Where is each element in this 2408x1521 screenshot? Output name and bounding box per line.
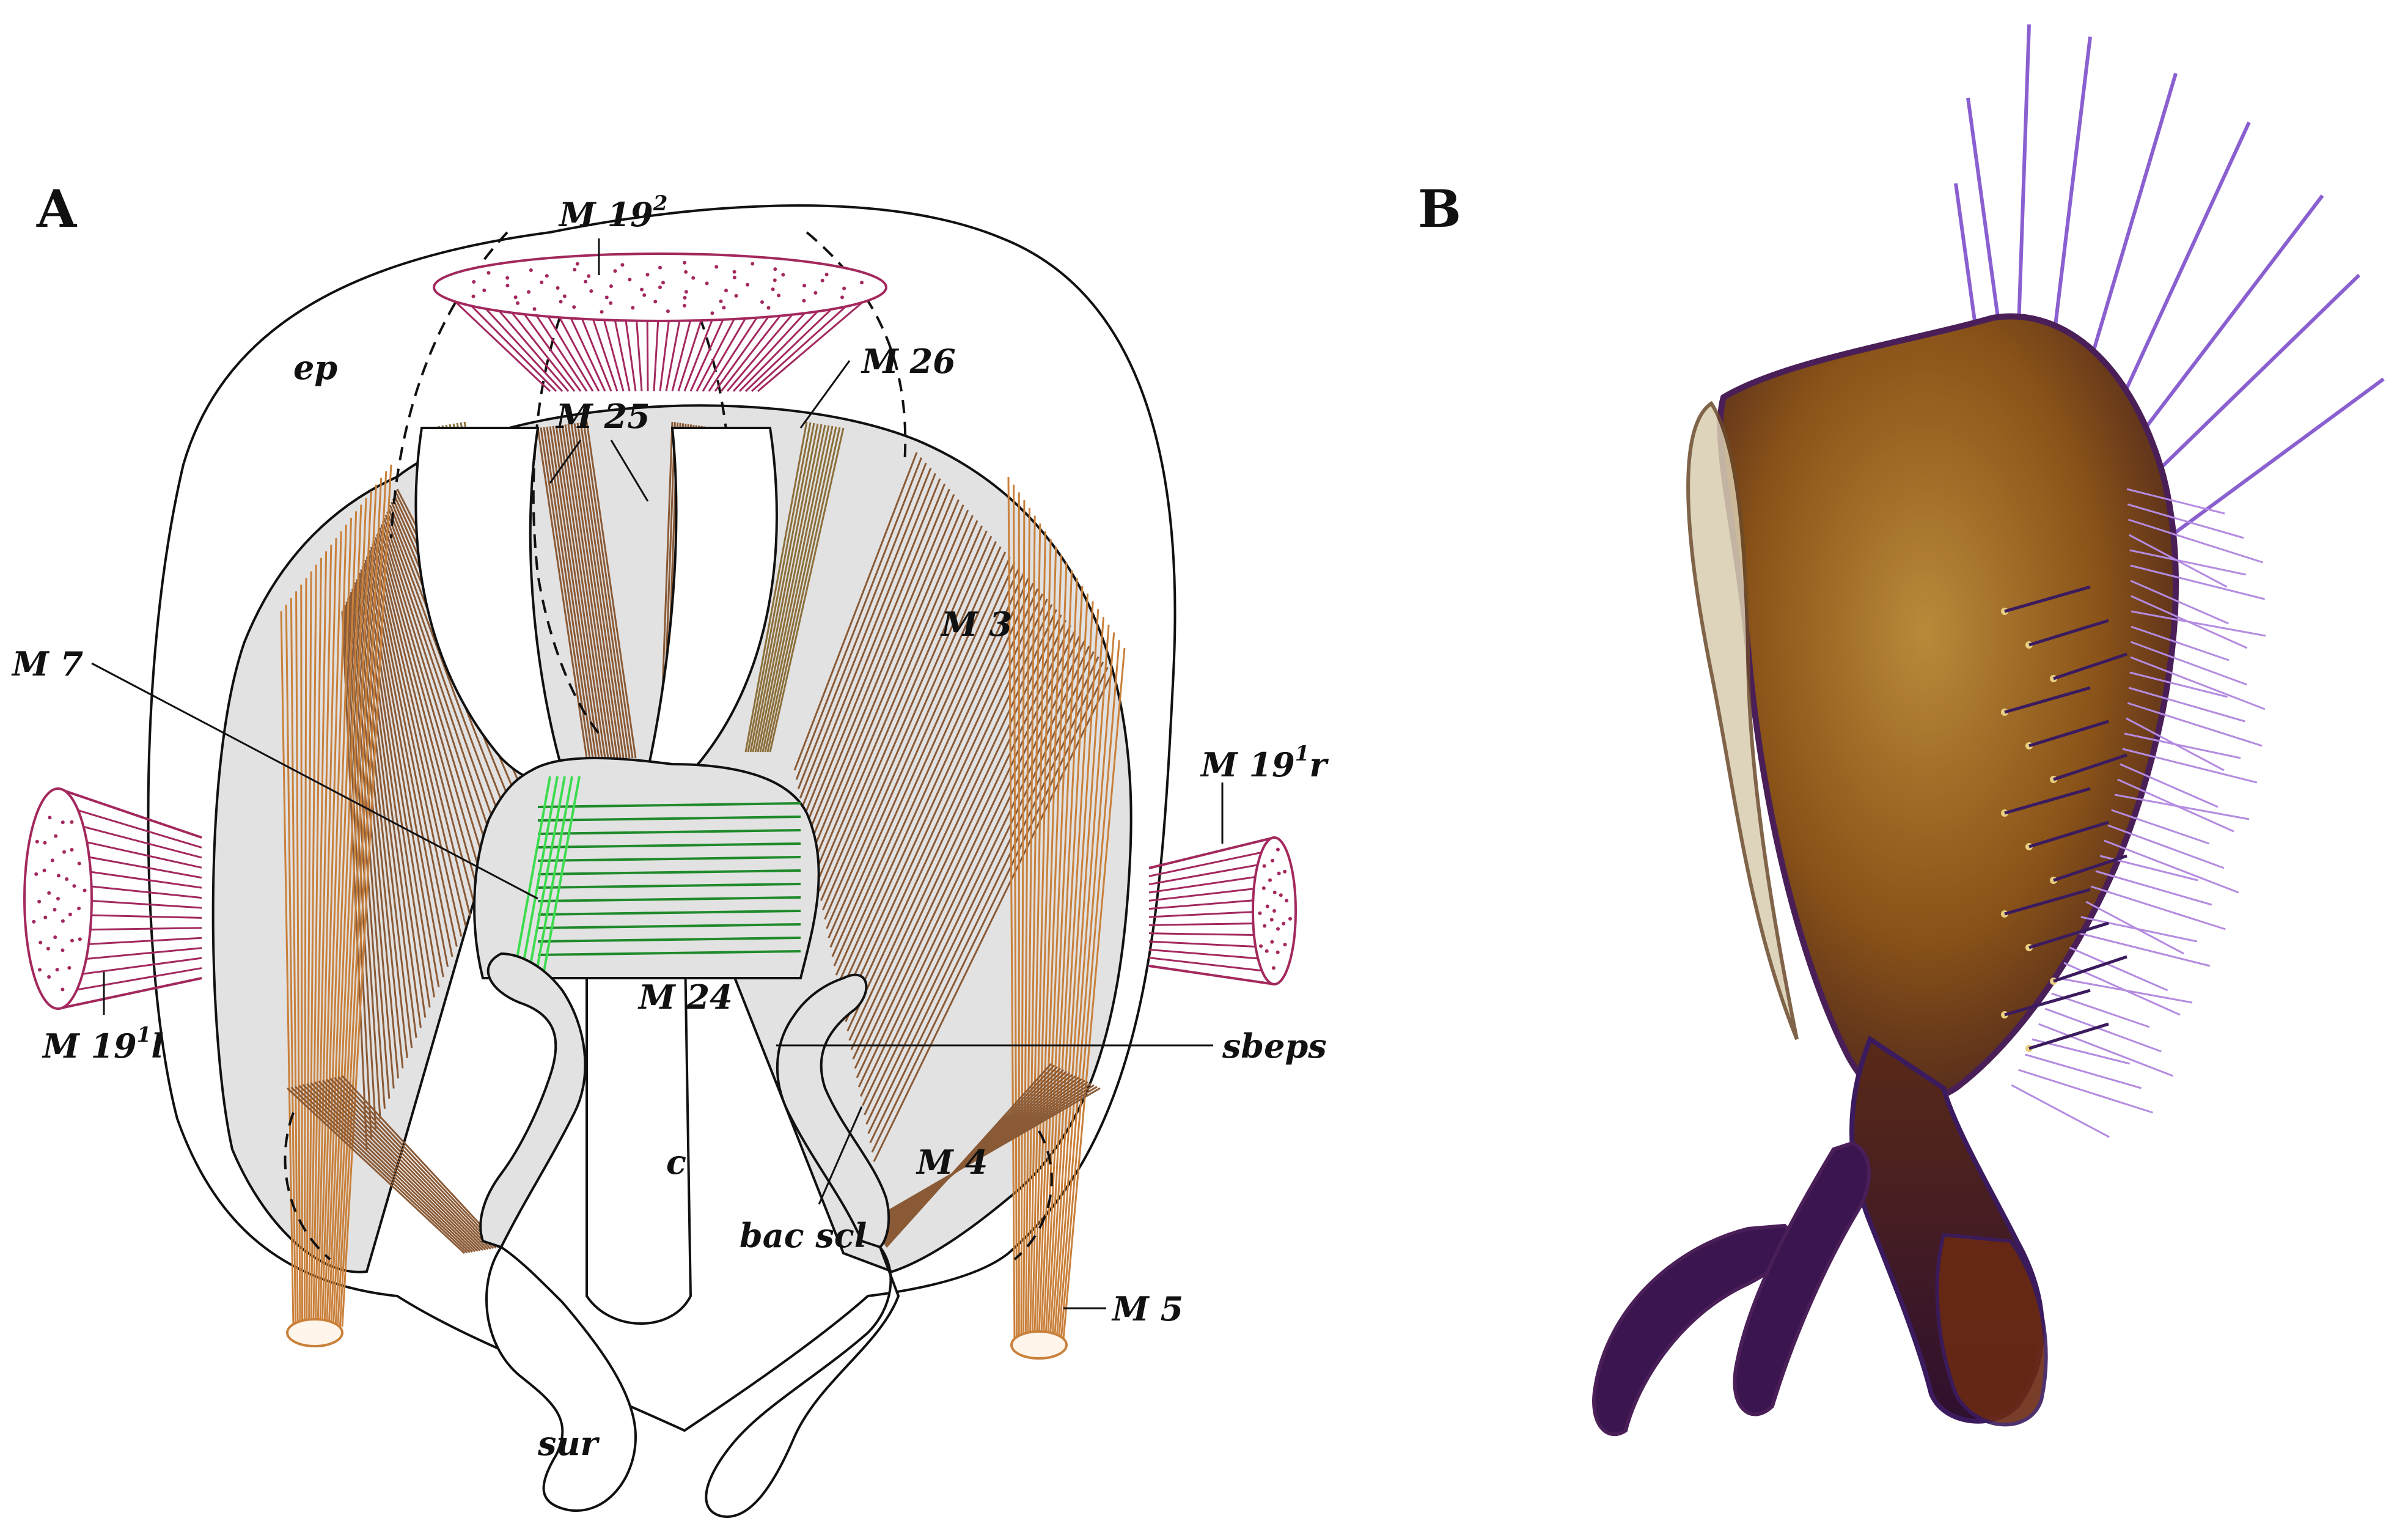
m5-left-end [286,1318,343,1347]
specimen-photo [1592,24,2385,1436]
leader-lines [91,238,1224,1309]
specimen-claw-mid [1733,1141,1871,1416]
panel-letter-b: B [1418,179,1461,239]
bacilliform-sclerite-left [479,952,587,1249]
specimen-lobe [1935,1232,2048,1427]
bacilliform-sclerite-right [776,973,890,1249]
label-m19-1r: M 191r [1200,742,1329,784]
label-m19-2: M 192 [558,191,667,234]
label-m19-1l: M 191l [42,1023,164,1066]
surstylus-left [485,1245,637,1512]
label-m7: M 7 [11,644,83,683]
label-m24: M 24 [637,978,733,1017]
label-m4: M 4 [916,1143,988,1182]
m19-1r-muscle [1148,836,1297,985]
m24-sclerite [473,757,820,979]
diagram-a: M 192 M 26 ep M 25 M 3 M 7 M 191r M 191l… [11,191,1329,1518]
specimen-body [1717,313,2179,1107]
label-m3: M 3 [940,605,1012,644]
label-ep: ep [293,348,337,387]
label-m5: M 5 [1111,1289,1183,1328]
label-c: c [666,1143,686,1182]
label-sur: sur [537,1424,600,1463]
label-m25: M 25 [555,397,650,436]
m5-right-end [1010,1330,1068,1360]
m19-1l-muscle [23,787,202,1010]
m19-2-muscle [433,252,887,392]
specimen-bristles [2001,488,2266,1138]
label-m26: M 26 [861,342,956,381]
specimen-flange [1686,400,1799,1040]
surstylus-right [705,1246,900,1518]
label-sbeps: sbeps [1222,1026,1327,1066]
panel-letter-a: A [37,179,77,239]
m24-fibers [512,776,801,979]
label-bac-scl: bac scl [740,1216,867,1255]
